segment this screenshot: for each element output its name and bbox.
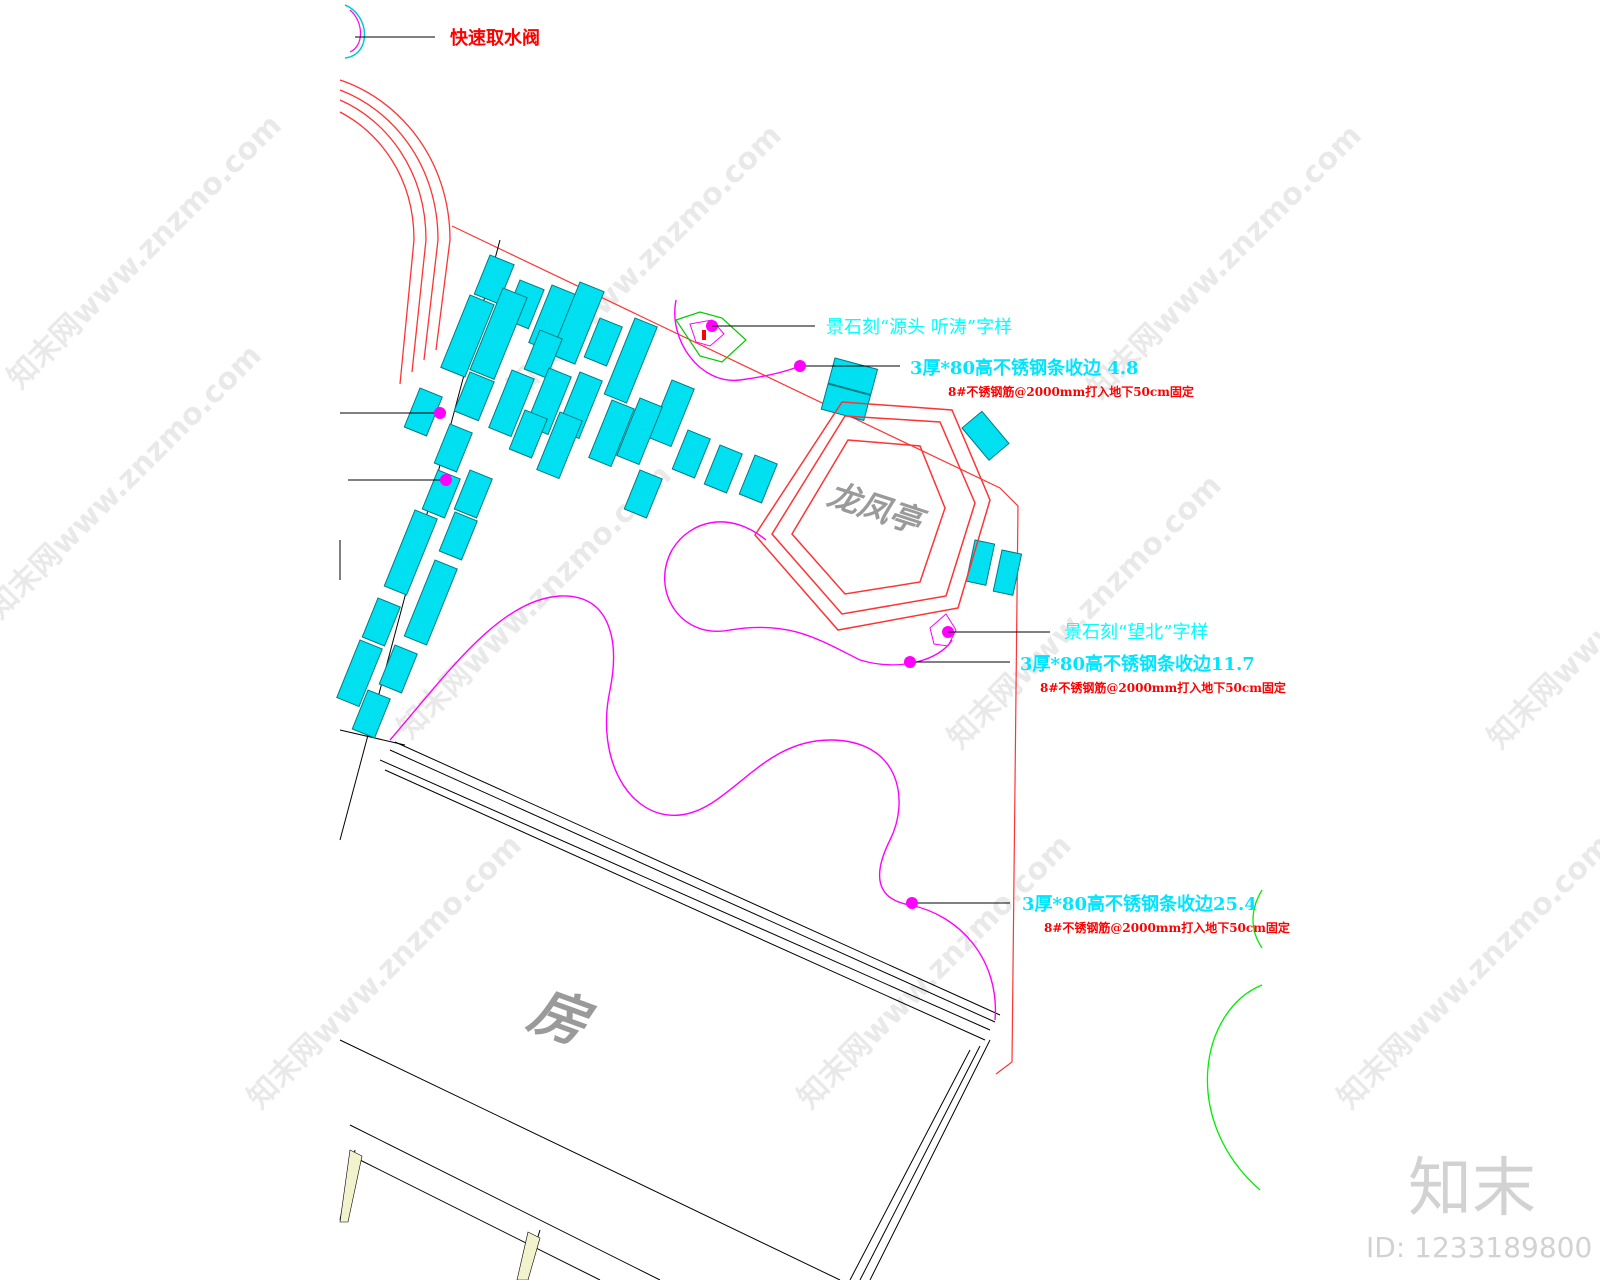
edge-label-2: 3厚*80高不锈钢条收边11.7 xyxy=(1020,653,1255,675)
watermark-text: 知末网www.znzmo.com xyxy=(0,338,269,626)
watermark-text: 知末网www.znzmo.com xyxy=(941,468,1229,756)
leader-dots xyxy=(434,360,918,909)
edge-label-3: 3厚*80高不锈钢条收边25.4 xyxy=(1022,893,1257,915)
stone-2-label: 景石刻“望北”字样 xyxy=(1064,622,1208,643)
site-boundary xyxy=(451,225,1019,1075)
stone-1 xyxy=(675,311,747,363)
stair-element xyxy=(516,1231,541,1280)
edge-label-1: 3厚*80高不锈钢条收边 4.8 xyxy=(910,357,1139,379)
brand-logo: 知末 xyxy=(1408,1152,1536,1226)
image-id: ID: 1233189800 xyxy=(1366,1231,1592,1264)
tree-canopy xyxy=(1252,889,1263,949)
path-edges xyxy=(389,299,997,1021)
watermark-layer: 知末网www.znzmo.com 知末网www.znzmo.com 知末网www… xyxy=(0,108,1600,1116)
stair-element xyxy=(339,1149,363,1223)
watermark-text: 知末网www.znzmo.com xyxy=(241,828,529,1116)
tree-canopy xyxy=(1206,984,1263,1191)
watermark-text: 知末网www.znzmo.com xyxy=(1481,468,1600,756)
paver-group xyxy=(336,254,1023,739)
track-arcs xyxy=(339,79,451,385)
note-label-2: 8#不锈钢筋@2000mm打入地下50cm固定 xyxy=(1040,680,1286,695)
note-label-3: 8#不锈钢筋@2000mm打入地下50cm固定 xyxy=(1044,920,1290,935)
pavilion-hexagon xyxy=(754,401,991,631)
stone-1-label: 景石刻“源头 听涛”字样 xyxy=(826,317,1012,338)
valve-label: 快速取水阀 xyxy=(450,27,540,49)
watermark-text: 知末网www.znzmo.com xyxy=(1331,828,1600,1116)
stone-2 xyxy=(929,613,957,647)
valve-symbol xyxy=(344,4,366,59)
pavilion-label: 龙凤亭 xyxy=(823,475,931,542)
note-label-1: 8#不锈钢筋@2000mm打入地下50cm固定 xyxy=(948,384,1194,399)
house-label: 房 xyxy=(520,976,602,1060)
leader-lines xyxy=(340,36,1050,904)
